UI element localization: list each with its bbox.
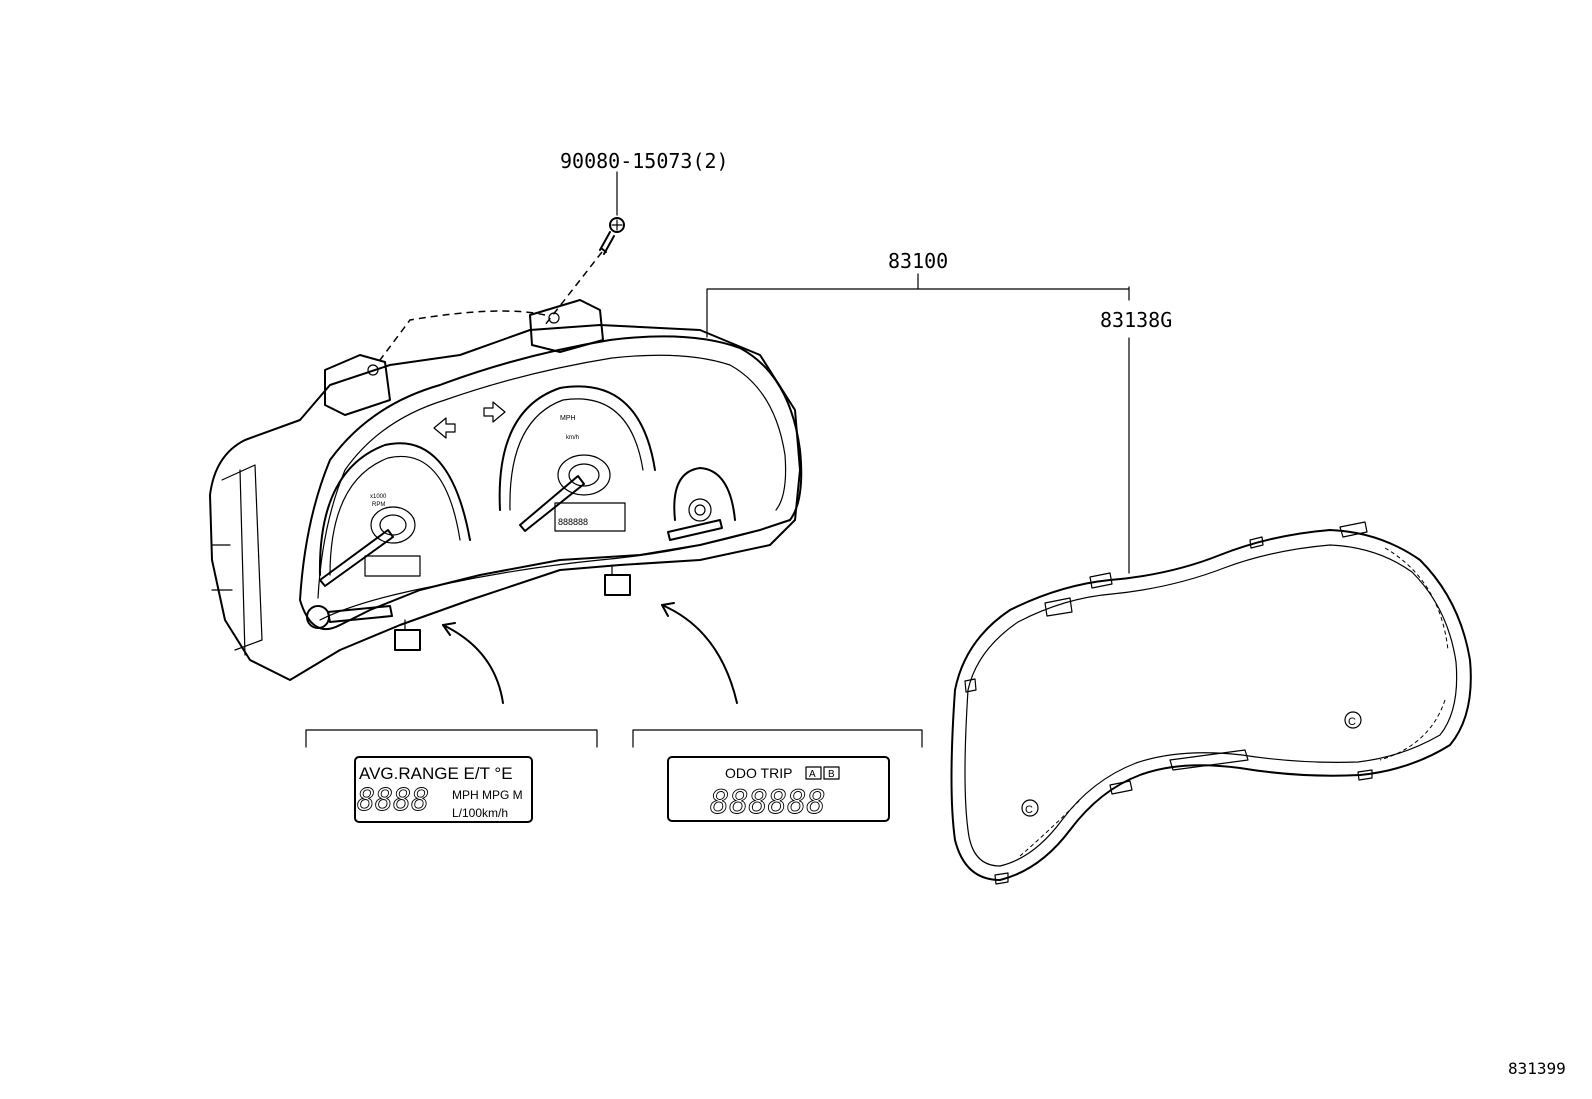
leader-lines	[305, 171, 1130, 748]
arrow-icon	[433, 417, 456, 439]
gauge-needle-icon	[519, 475, 585, 532]
screw-icon	[599, 217, 625, 255]
gauge-needle-icon	[319, 529, 394, 587]
multi-display-units-2: L/100km/h	[452, 806, 508, 820]
gauge-needle-icon	[667, 519, 723, 541]
tachometer-gauge: x1000 RPM	[318, 442, 471, 587]
svg-text:km/h: km/h	[566, 435, 579, 441]
figure-id: 831399	[1508, 1059, 1566, 1078]
svg-text:888888: 888888	[558, 517, 588, 527]
meter-glass: C C	[950, 521, 1472, 885]
combination-meter: x1000 RPM 888888 MPH km/h	[209, 299, 803, 681]
speedometer-gauge: 888888 MPH km/h	[498, 385, 656, 532]
multi-display-digits: 8888	[357, 783, 429, 818]
multi-info-display: AVG.RANGE E/T °E 8888 MPH MPG M L/100km/…	[354, 756, 533, 823]
svg-text:C: C	[1348, 716, 1356, 728]
odo-mode-text: ODO TRIP	[725, 765, 792, 781]
arrow-icon	[483, 401, 506, 423]
multi-display-units-1: MPH MPG M	[452, 788, 523, 802]
label-glass-part-number: 83138G	[1100, 308, 1172, 332]
label-screw-part-number: 90080-15073(2)	[560, 149, 729, 173]
odo-badge-a: A	[809, 769, 816, 780]
multi-display-top-row: AVG.RANGE E/T °E	[359, 764, 513, 783]
odo-badge-b: B	[828, 769, 835, 780]
odometer-display: ODO TRIP A B 888888	[667, 756, 890, 822]
svg-text:C: C	[1025, 804, 1033, 816]
svg-text:RPM: RPM	[372, 502, 385, 508]
svg-text:x1000: x1000	[370, 494, 387, 500]
svg-text:MPH: MPH	[560, 415, 576, 422]
fuel-gauge	[667, 467, 736, 541]
label-assembly-part-number: 83100	[888, 249, 948, 273]
callout-arrows	[442, 602, 738, 704]
odo-digits: 888888	[710, 783, 826, 821]
